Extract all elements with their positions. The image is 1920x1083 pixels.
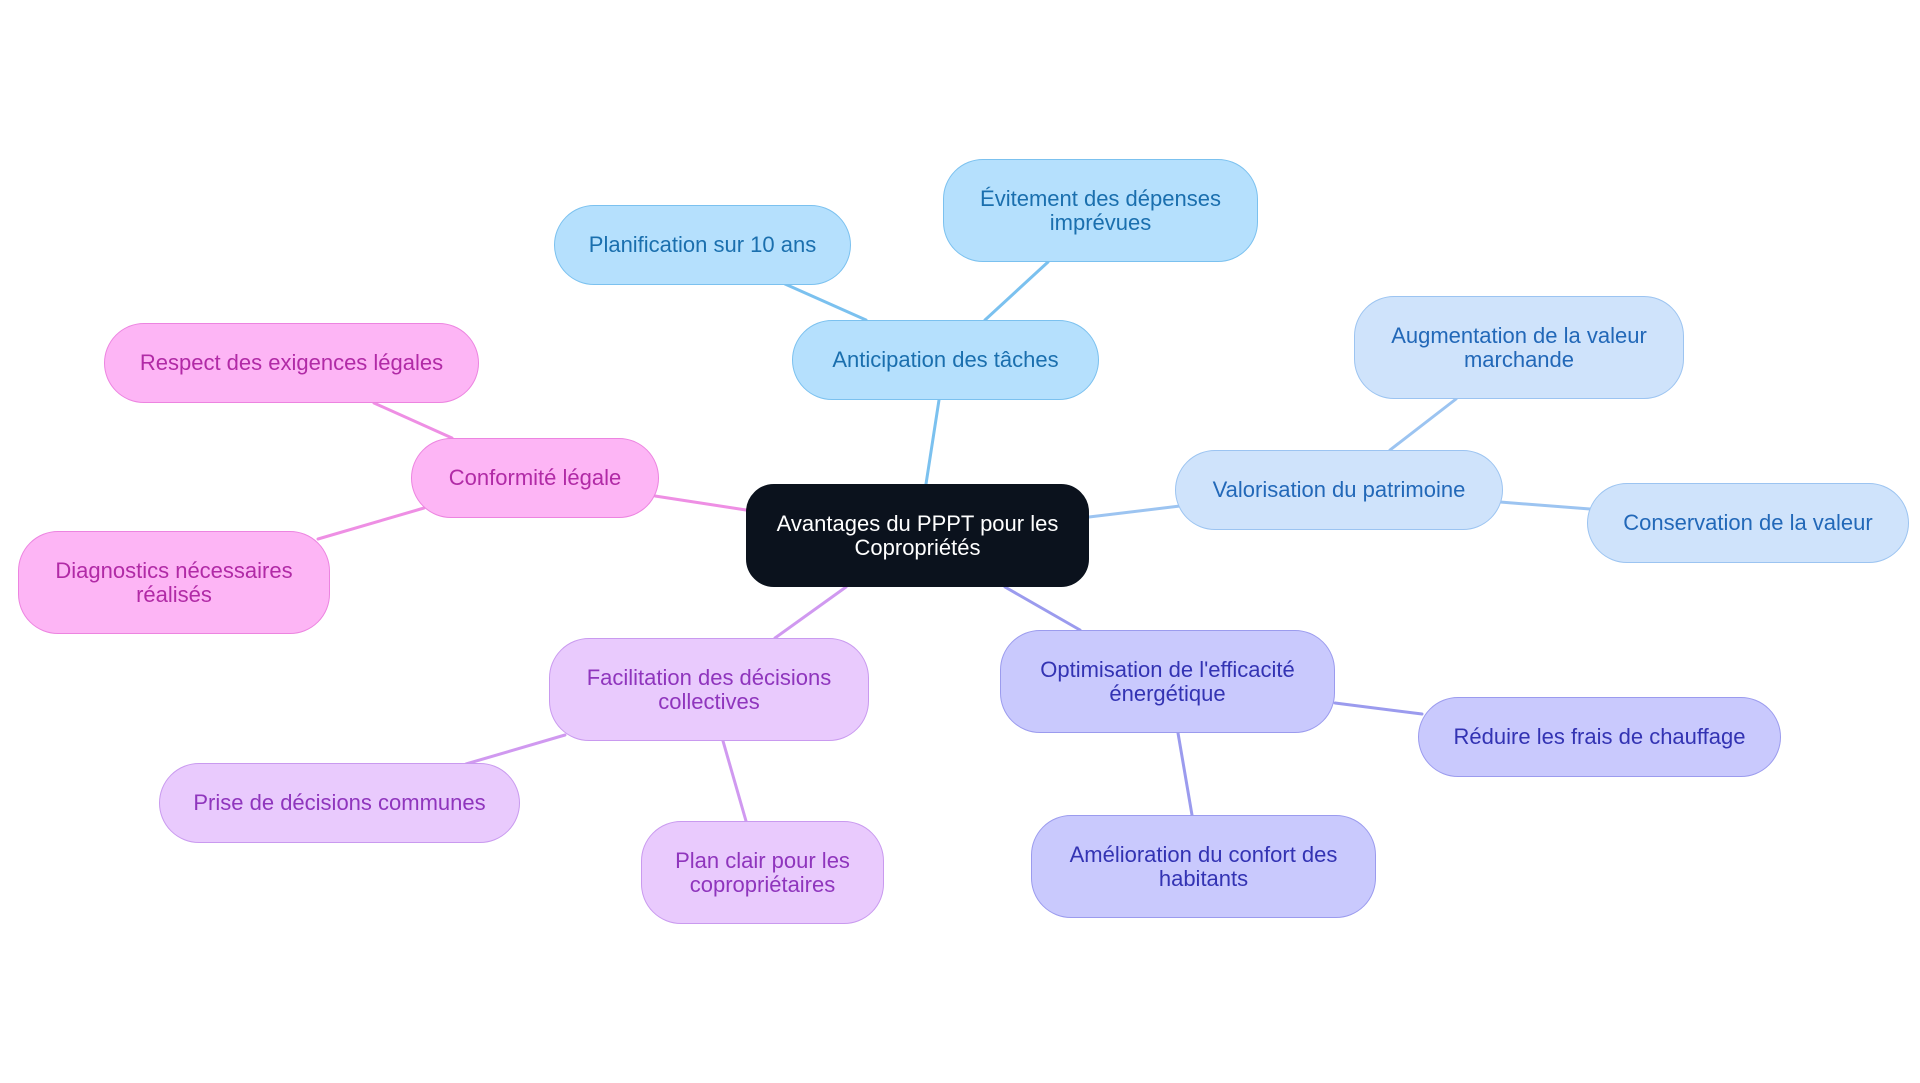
leaf-augmentation-valeur: Augmentation de la valeur marchande [1354, 296, 1684, 399]
branch-conformite: Conformité légale [411, 438, 659, 518]
edge-branch-1-leaf-1 [1498, 500, 1592, 511]
leaf-respect-exigences: Respect des exigences légales [104, 323, 479, 403]
edge-root-branch-4 [653, 494, 748, 512]
leaf-prise-decisions: Prise de décisions communes [159, 763, 520, 843]
edge-branch-4-leaf-0 [372, 401, 454, 440]
edge-branch-3-leaf-1 [721, 739, 748, 823]
edge-root-branch-1 [1087, 504, 1182, 519]
leaf-reduire-frais: Réduire les frais de chauffage [1418, 697, 1781, 777]
leaf-evitement-depenses: Évitement des dépenses imprévues [943, 159, 1258, 262]
edge-root-branch-0 [924, 398, 941, 486]
edge-branch-1-leaf-0 [1388, 397, 1458, 452]
leaf-plan-clair: Plan clair pour les copropriétaires [641, 821, 884, 924]
branch-valorisation: Valorisation du patrimoine [1175, 450, 1503, 530]
edge-branch-4-leaf-1 [316, 506, 426, 541]
leaf-planification: Planification sur 10 ans [554, 205, 851, 285]
branch-optimisation: Optimisation de l'efficacité énergétique [1000, 630, 1335, 733]
edge-branch-0-leaf-0 [783, 282, 868, 322]
leaf-amelioration-confort: Amélioration du confort des habitants [1031, 815, 1376, 918]
edge-root-branch-3 [773, 585, 848, 640]
root-node: Avantages du PPPT pour les Copropriétés [746, 484, 1089, 587]
leaf-diagnostics: Diagnostics nécessaires réalisés [18, 531, 330, 634]
branch-anticipation: Anticipation des tâches [792, 320, 1099, 400]
edge-branch-0-leaf-1 [983, 260, 1050, 322]
edge-branch-3-leaf-0 [464, 733, 567, 766]
leaf-conservation-valeur: Conservation de la valeur [1587, 483, 1909, 563]
edge-branch-2-leaf-0 [1333, 701, 1424, 716]
branch-facilitation: Facilitation des décisions collectives [549, 638, 869, 741]
edge-branch-2-leaf-1 [1176, 731, 1194, 817]
edge-root-branch-2 [1003, 585, 1082, 632]
